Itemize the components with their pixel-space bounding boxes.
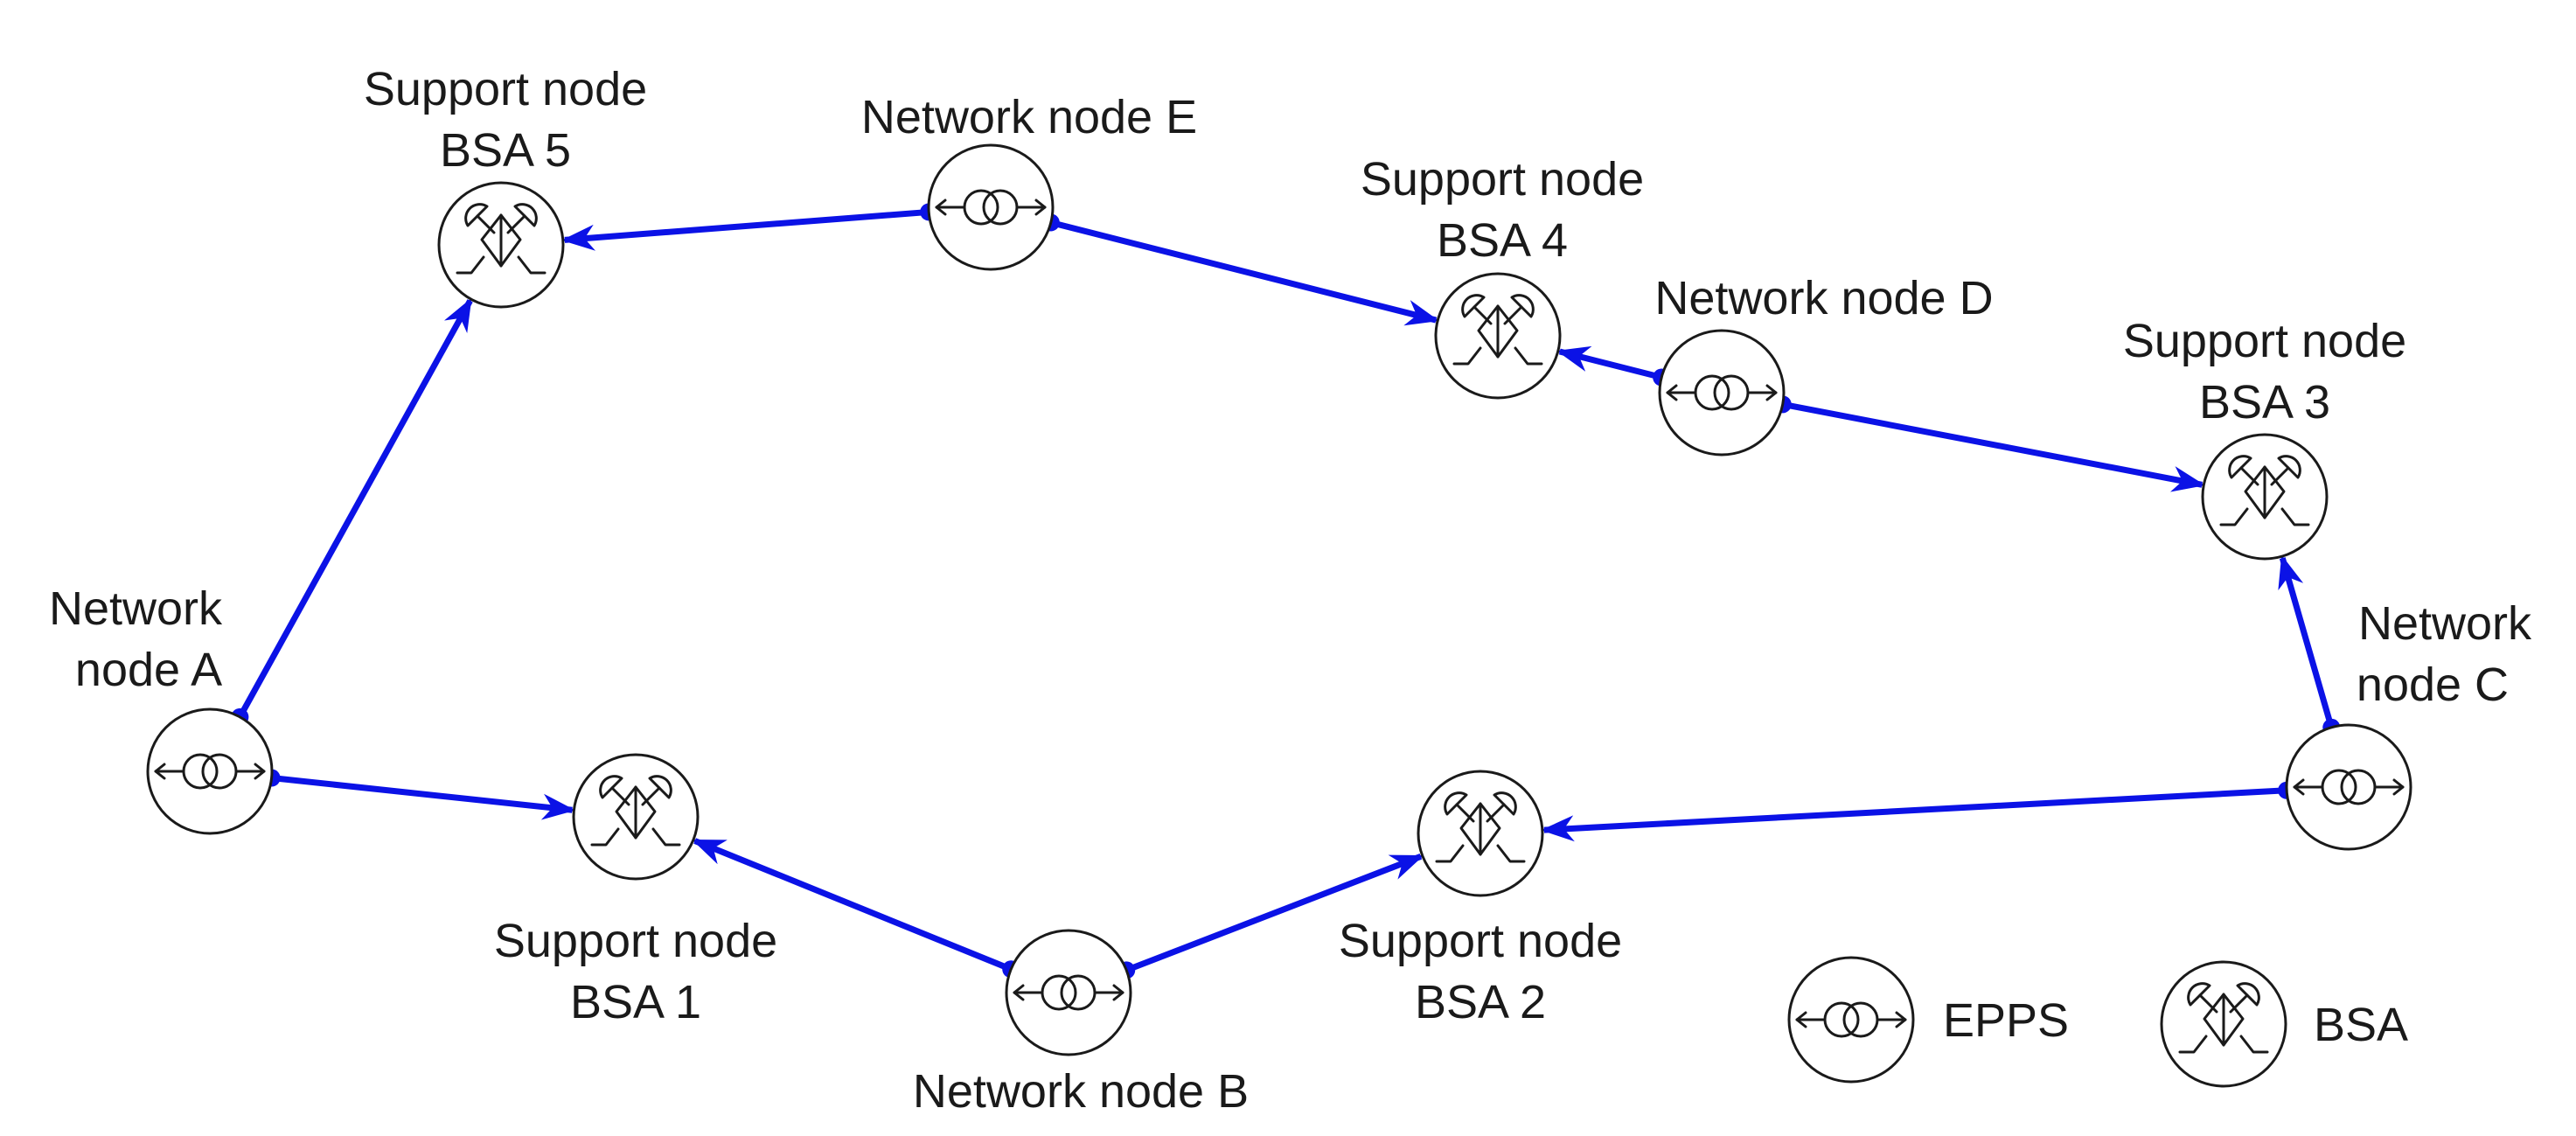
link-network-a-to-support-5	[237, 297, 473, 719]
network-node-d-label: Network node D	[1654, 272, 1993, 324]
support-node-bsa-1-label-line2: BSA 1	[570, 976, 701, 1028]
bsa-icon	[1434, 272, 1562, 400]
link-network-a-to-support-1	[271, 775, 576, 820]
network-node-d[interactable]: Network node D	[1654, 272, 1994, 456]
link-network-b-to-support-1	[692, 838, 1013, 972]
legend-item-epps: EPPS	[1787, 956, 2069, 1084]
support-node-bsa-4[interactable]: Support node BSA 4	[1361, 153, 1644, 400]
network-node-a-label-line2: node A	[75, 644, 222, 696]
network-node-b-label: Network node B	[913, 1065, 1249, 1118]
support-node-bsa-5[interactable]: Support node BSA 5	[364, 63, 647, 309]
network-node-b[interactable]: Network node B	[913, 929, 1249, 1118]
link-network-b-to-support-2	[1124, 854, 1424, 973]
links-layer	[231, 203, 2341, 979]
network-node-c[interactable]: Network node C	[2285, 597, 2532, 851]
bsa-icon	[572, 753, 700, 881]
link-network-d-to-support-4	[1556, 345, 1663, 380]
network-node-c-label-line1: Network	[2358, 597, 2532, 650]
epps-icon	[146, 707, 274, 835]
epps-icon	[1005, 929, 1132, 1056]
support-node-bsa-2-label-line2: BSA 2	[1415, 976, 1546, 1028]
network-node-a[interactable]: Network node A	[49, 582, 274, 835]
epps-icon	[2285, 723, 2412, 851]
bsa-icon	[2201, 433, 2329, 561]
support-node-bsa-3-label-line2: BSA 3	[2199, 376, 2330, 429]
epps-icon	[927, 143, 1055, 271]
network-node-e-label: Network node E	[861, 91, 1197, 143]
support-node-bsa-2[interactable]: Support node BSA 2	[1339, 770, 1622, 1028]
legend-item-bsa: BSA	[2160, 960, 2408, 1088]
link-network-c-to-support-3	[2278, 554, 2335, 728]
link-network-d-to-support-3	[1782, 401, 2206, 492]
network-node-c-label-line2: node C	[2357, 659, 2509, 711]
support-node-bsa-1-label-line1: Support node	[494, 915, 777, 967]
legend-bsa-label: BSA	[2314, 999, 2408, 1051]
epps-icon	[1787, 956, 1915, 1084]
bsa-icon	[437, 181, 565, 309]
bsa-icon	[1417, 770, 1544, 897]
network-node-a-label-line1: Network	[49, 582, 223, 635]
link-network-e-to-support-5	[560, 208, 929, 251]
support-node-bsa-5-label-line1: Support node	[364, 63, 647, 115]
legend-epps-label: EPPS	[1943, 994, 2069, 1047]
support-node-bsa-4-label-line1: Support node	[1361, 153, 1644, 206]
epps-icon	[1658, 329, 1786, 456]
bsa-icon	[2160, 960, 2287, 1088]
support-node-bsa-5-label-line2: BSA 5	[440, 124, 571, 177]
link-network-c-to-support-2	[1541, 787, 2287, 842]
network-node-e[interactable]: Network node E	[861, 91, 1197, 271]
support-node-bsa-4-label-line2: BSA 4	[1437, 214, 1568, 267]
support-node-bsa-3[interactable]: Support node BSA 3	[2123, 315, 2406, 561]
legend: EPPS BSA	[1787, 956, 2408, 1088]
support-node-bsa-3-label-line1: Support node	[2123, 315, 2406, 367]
support-node-bsa-2-label-line1: Support node	[1339, 915, 1622, 967]
support-node-bsa-1[interactable]: Support node BSA 1	[494, 753, 777, 1028]
link-network-e-to-support-4	[1049, 220, 1439, 326]
